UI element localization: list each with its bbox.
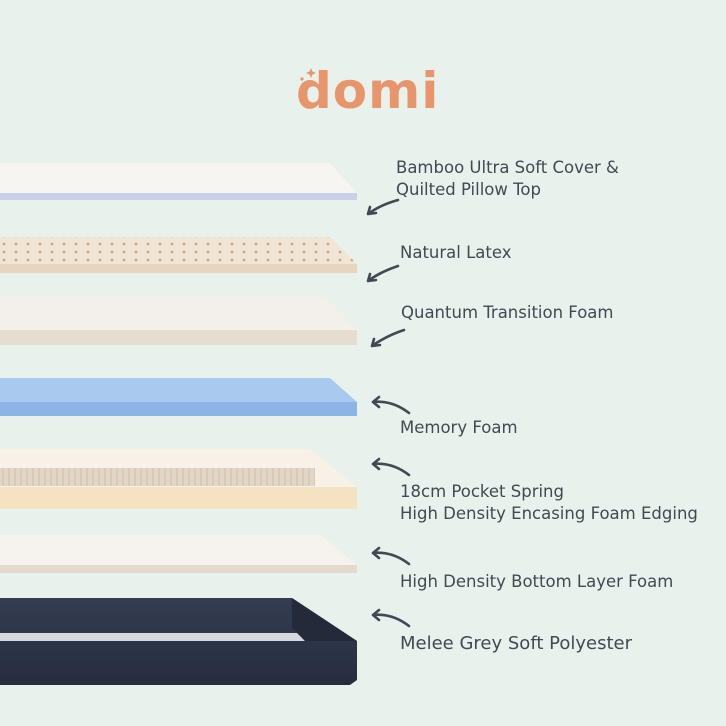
label-memory-foam: Memory Foam: [400, 418, 518, 437]
label-line: 18cm Pocket Spring: [400, 482, 564, 501]
label-bottom-foam: High Density Bottom Layer Foam: [400, 572, 674, 591]
label-quantum-foam: Quantum Transition Foam: [401, 303, 614, 322]
sparkle-icon: [300, 77, 304, 81]
label-pocket-spring: 18cm Pocket Spring High Density Encasing…: [400, 481, 698, 525]
layer-cover: [0, 163, 357, 200]
label-line: Bamboo Ultra Soft Cover &: [396, 158, 619, 177]
sparkle-icon: [306, 68, 316, 78]
layer-latex: [0, 237, 357, 273]
layer-quantum-foam: [0, 297, 357, 345]
brand-logo: domi: [296, 62, 440, 120]
layer-memory-foam: [0, 378, 357, 416]
label-line: High Density Encasing Foam Edging: [400, 504, 698, 523]
arrow-icons: [366, 198, 411, 628]
layer-bottom-foam: [0, 535, 357, 573]
layer-pocket-spring: [0, 449, 357, 509]
label-cover: Bamboo Ultra Soft Cover & Quilted Pillow…: [396, 157, 619, 201]
label-line: Quilted Pillow Top: [396, 180, 541, 199]
layer-base-cover: [0, 598, 357, 685]
label-base-cover: Melee Grey Soft Polyester: [400, 633, 632, 654]
label-latex: Natural Latex: [400, 243, 512, 262]
